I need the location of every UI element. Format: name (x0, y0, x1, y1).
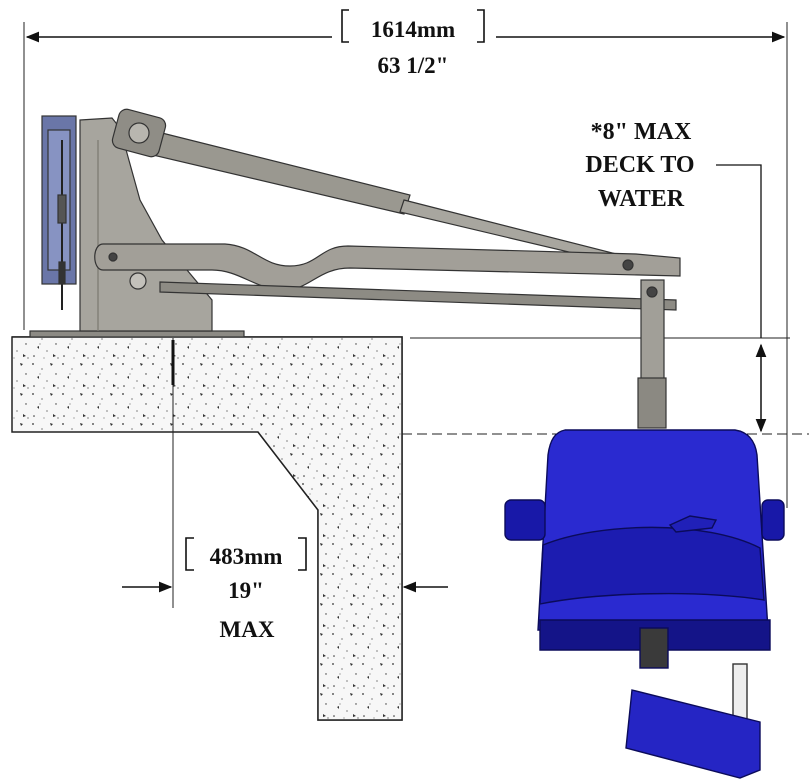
seat-cushion (539, 526, 765, 605)
lift-mechanism (29, 108, 681, 429)
lift-arm (94, 243, 681, 291)
seat-post-lower (637, 377, 667, 429)
overall-width-bracket (341, 9, 485, 43)
arm-pivot-bolt (129, 272, 147, 290)
overhang-bracket (185, 537, 307, 571)
armrest-left (504, 499, 546, 541)
seat-handle (668, 515, 718, 533)
lift-arm-lower (159, 281, 677, 311)
footrest (625, 689, 761, 779)
deck-to-water-line2: DECK TO (585, 152, 694, 178)
deck-to-water-line1: *8" MAX (591, 119, 692, 145)
lift-seat (504, 429, 785, 779)
pool-wall-concrete (11, 336, 403, 721)
deck-to-water-line3: WATER (598, 186, 685, 212)
deck-to-water-leader (716, 164, 762, 338)
overhang-imperial: 19" (228, 578, 264, 603)
overhang-metric: 483mm (210, 544, 283, 569)
overhang-qualifier: MAX (220, 617, 275, 642)
base-plate (29, 330, 245, 338)
overall-width-metric: 1614mm (371, 17, 455, 42)
mast (79, 117, 213, 332)
armrest-right (761, 499, 785, 541)
actuator-cylinder (139, 129, 411, 215)
overall-width-imperial: 63 1/2" (378, 53, 449, 78)
